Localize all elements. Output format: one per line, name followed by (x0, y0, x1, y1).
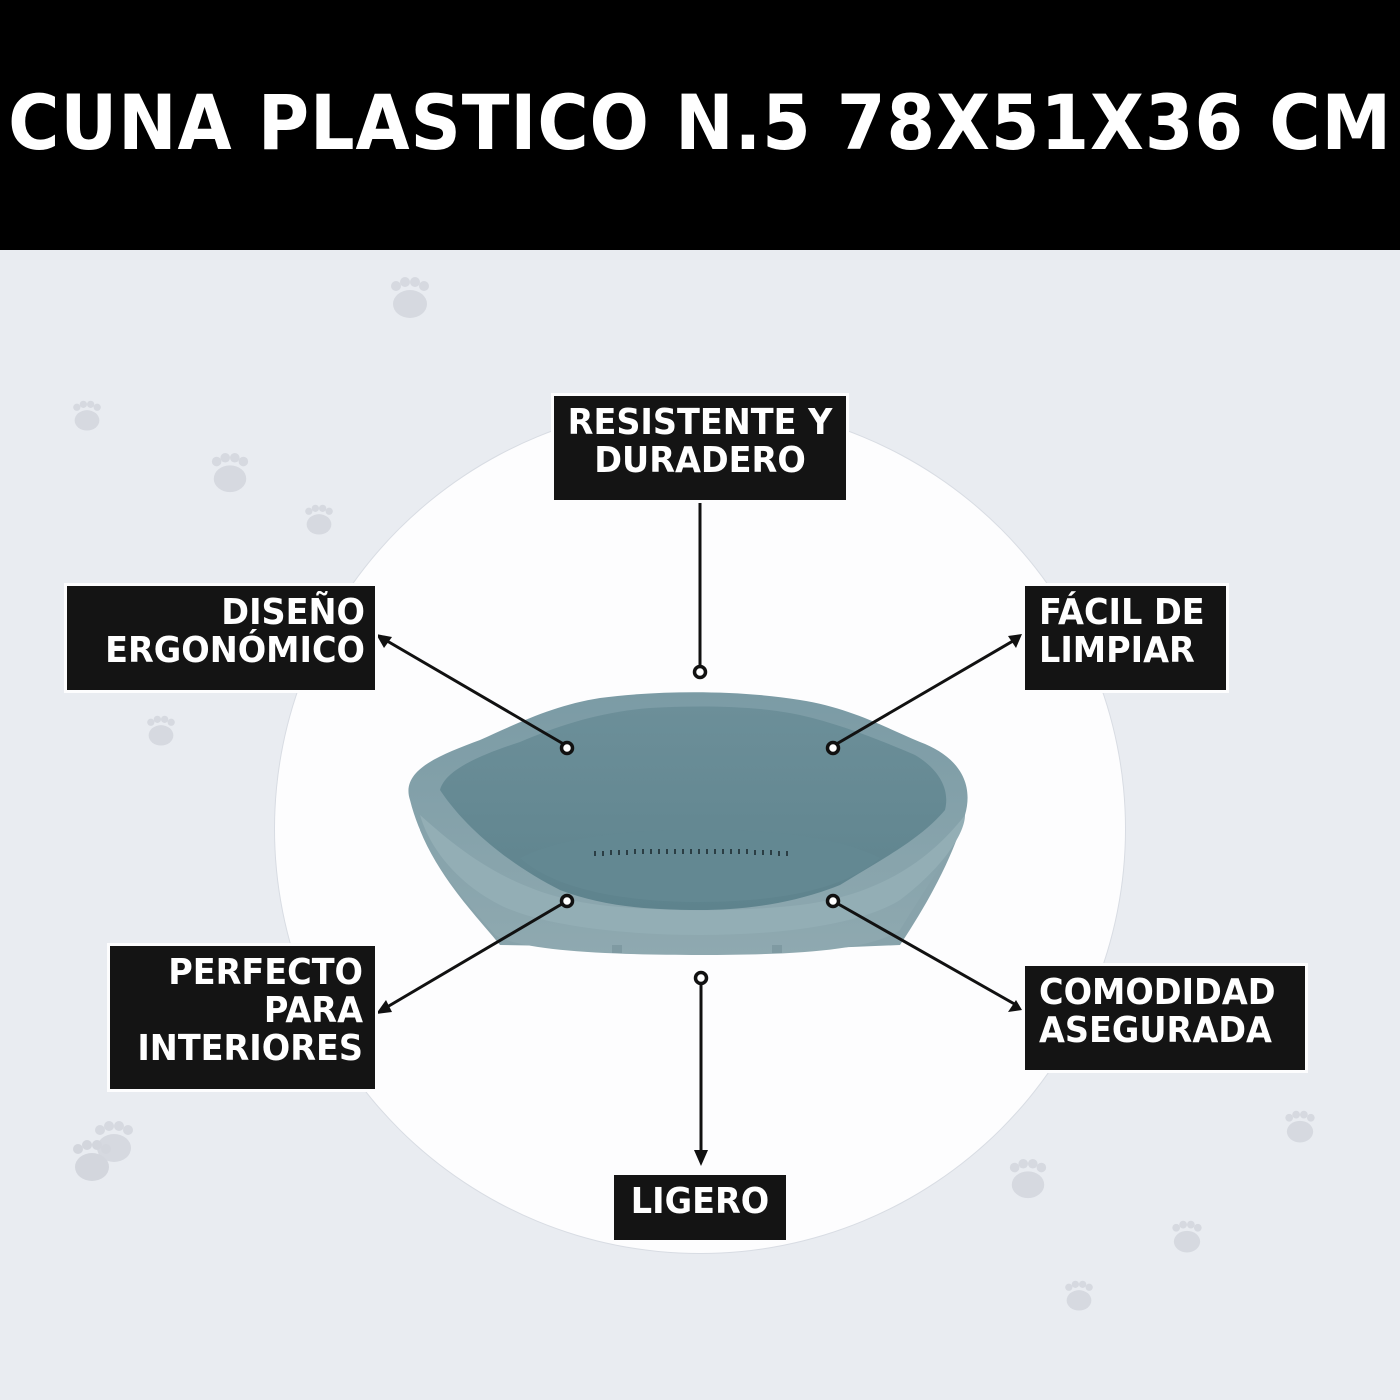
feature-label-durable: RESISTENTE Y DURADERO (554, 396, 846, 500)
feature-label-light: LIGERO (614, 1175, 786, 1240)
feature-label-comfort: COMODIDAD ASEGURADA (1025, 966, 1305, 1070)
paw-print-icon (305, 504, 333, 535)
feature-text: LIGERO (630, 1181, 770, 1222)
paw-print-icon (391, 277, 429, 318)
paw-print-icon (73, 400, 101, 431)
header-banner: CUNA PLASTICO N.5 78X51X36 CM (0, 0, 1400, 250)
paw-print-icon (147, 715, 175, 746)
feature-text: DISEÑO ERGONÓMICO (105, 592, 365, 671)
paw-print-icon (1009, 1158, 1047, 1199)
paw-print-icon (95, 1121, 133, 1162)
paw-print-icon (1285, 1110, 1315, 1143)
product-title: CUNA PLASTICO N.5 78X51X36 CM (8, 77, 1392, 167)
feature-text: FÁCIL DE LIMPIAR (1039, 592, 1205, 671)
feature-text: RESISTENTE Y DURADERO (567, 402, 833, 481)
feature-text: COMODIDAD ASEGURADA (1039, 972, 1276, 1051)
paw-print-icon (73, 1140, 111, 1181)
feature-label-ergonomic: DISEÑO ERGONÓMICO (67, 586, 375, 690)
paw-print-icon (1065, 1280, 1093, 1311)
paw-print-icon (1172, 1220, 1202, 1253)
paw-print-icon (211, 452, 249, 493)
feature-label-indoor: PERFECTO PARA INTERIORES (110, 946, 375, 1089)
feature-label-easy-clean: FÁCIL DE LIMPIAR (1025, 586, 1226, 690)
feature-text: PERFECTO PARA INTERIORES (137, 952, 363, 1069)
